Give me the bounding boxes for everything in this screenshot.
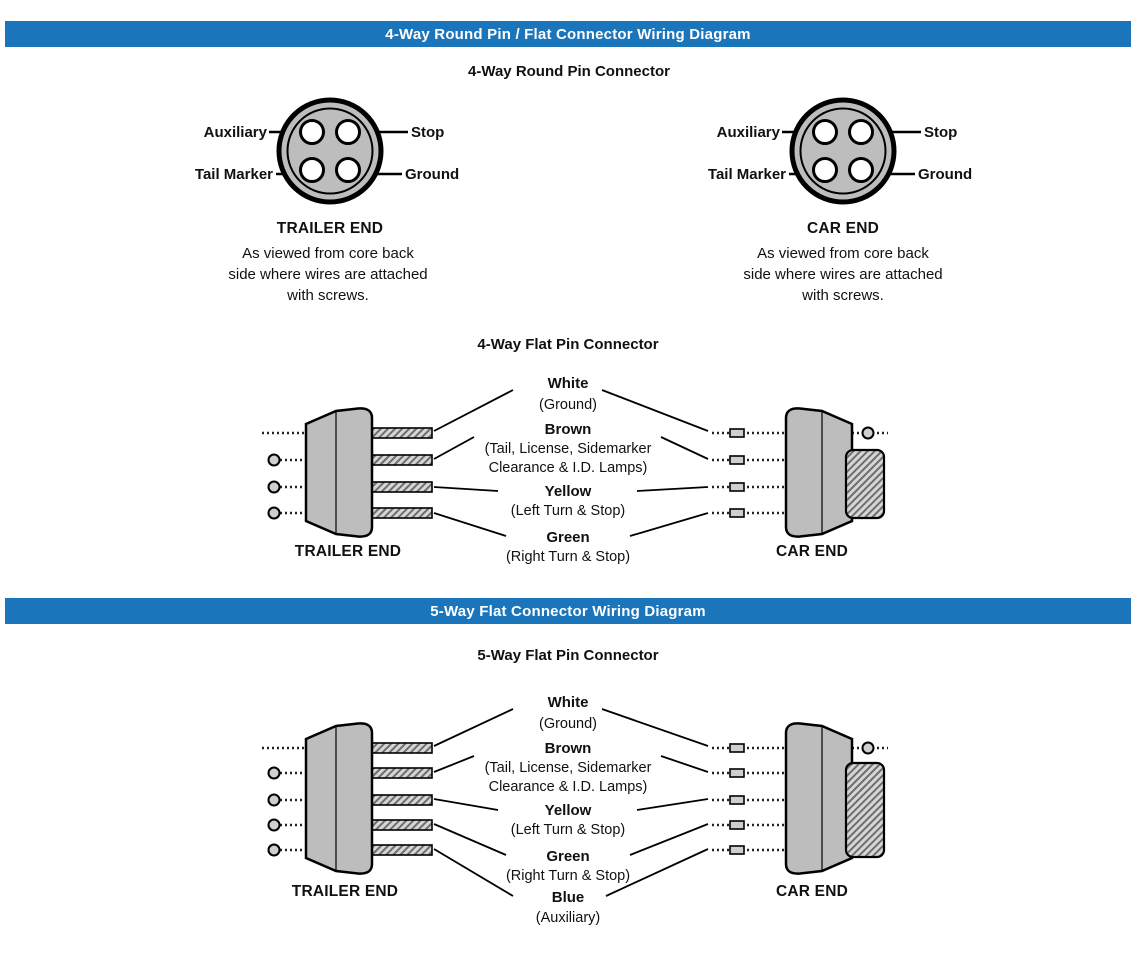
- flat-4way-car-connector-graphic: [712, 407, 888, 538]
- trailer-5way-pins: [369, 742, 433, 856]
- car-end-label-flat-4way: CAR END: [775, 543, 849, 560]
- note-line: As viewed from core back: [242, 245, 414, 262]
- note-line: side where wires are attached: [228, 266, 428, 283]
- wire-function-brown-5way: (Tail, License, Sidemarker Clearance & I…: [484, 760, 652, 795]
- wire-name-brown-4way: Brown: [544, 421, 592, 438]
- car-4way-body: [784, 407, 854, 538]
- trailer-end-label-round: TRAILER END: [276, 220, 384, 237]
- wire-function-yellow-5way: (Left Turn & Stop): [510, 822, 626, 838]
- car-5way-wires: [712, 746, 888, 852]
- trailer-end-label-flat-4way: TRAILER END: [294, 543, 402, 560]
- wire-name-white-5way: White: [547, 694, 589, 711]
- car-pin-label-tail-marker: Tail Marker: [707, 166, 786, 183]
- wire-function-white-5way: (Ground): [538, 716, 598, 732]
- flat-5way-car-connector-graphic: [712, 722, 888, 875]
- car-5way-body: [784, 722, 854, 875]
- section-header-5way: 5-Way Flat Connector Wiring Diagram: [5, 598, 1131, 624]
- trailer-round-note: As viewed from core back side where wire…: [228, 243, 427, 306]
- car-round-leader-lines: [782, 130, 921, 176]
- car-pin-label-auxiliary: Auxiliary: [716, 124, 780, 141]
- car-pin-label-stop: Stop: [924, 124, 958, 141]
- trailer-pin-label-tail-marker: Tail Marker: [194, 166, 273, 183]
- car-pin-label-ground: Ground: [918, 166, 973, 183]
- car-end-label-round: CAR END: [806, 220, 880, 237]
- note-line: As viewed from core back: [757, 245, 929, 262]
- wire-function-green-5way: (Right Turn & Stop): [505, 868, 631, 884]
- wire-name-green-5way: Green: [546, 848, 590, 865]
- flat-5way-trailer-connector-graphic: [262, 722, 433, 875]
- wire-function-green-4way: (Right Turn & Stop): [505, 549, 631, 565]
- car-4way-wire-sleeves: [729, 428, 745, 518]
- wire-name-blue-5way: Blue: [551, 889, 585, 906]
- car-round-connector-graphic: [782, 100, 921, 202]
- car-4way-wires: [712, 431, 888, 515]
- round-connector-title: 4-Way Round Pin Connector: [468, 63, 670, 80]
- wire-function-blue-5way: (Auxiliary): [535, 910, 601, 926]
- flat-5way-title: 5-Way Flat Pin Connector: [477, 647, 659, 664]
- note-line: side where wires are attached: [743, 266, 943, 283]
- trailer-pin-label-stop: Stop: [411, 124, 445, 141]
- section-header-5way-title: 5-Way Flat Connector Wiring Diagram: [430, 602, 706, 620]
- trailer-pin-label-auxiliary: Auxiliary: [203, 124, 267, 141]
- wire-name-white-4way: White: [547, 375, 589, 392]
- wire-function-brown-4way: (Tail, License, Sidemarker Clearance & I…: [484, 441, 652, 476]
- trailer-4way-wire-terminals: [267, 453, 281, 520]
- wire-name-yellow-4way: Yellow: [544, 483, 592, 500]
- car-round-note: As viewed from core back side where wire…: [743, 243, 942, 306]
- car-end-label-flat-5way: CAR END: [775, 883, 849, 900]
- trailer-round-leader-lines: [269, 130, 408, 176]
- flat-5way-leader-lines: [433, 708, 709, 897]
- flat-4way-leader-lines: [433, 389, 709, 537]
- section-header-4way-title: 4-Way Round Pin / Flat Connector Wiring …: [385, 25, 751, 43]
- wire-name-brown-5way: Brown: [544, 740, 592, 757]
- trailer-5way-wire-terminals: [267, 766, 281, 857]
- trailer-pin-label-ground: Ground: [405, 166, 460, 183]
- flat-4way-title: 4-Way Flat Pin Connector: [477, 336, 659, 353]
- trailer-4way-wires: [262, 431, 310, 515]
- note-line: with screws.: [802, 287, 884, 304]
- trailer-end-label-flat-5way: TRAILER END: [291, 883, 399, 900]
- trailer-4way-body: [304, 407, 374, 538]
- car-5way-wire-sleeves: [729, 743, 745, 855]
- wire-name-yellow-5way: Yellow: [544, 802, 592, 819]
- wire-function-white-4way: (Ground): [538, 397, 598, 413]
- trailer-4way-pins: [369, 427, 433, 519]
- trailer-round-connector-graphic: [269, 100, 408, 202]
- section-header-4way: 4-Way Round Pin / Flat Connector Wiring …: [5, 21, 1131, 47]
- car-5way-plug: [844, 761, 886, 859]
- car-4way-plug: [844, 448, 886, 520]
- flat-4way-trailer-connector-graphic: [262, 407, 433, 538]
- note-line: with screws.: [287, 287, 369, 304]
- trailer-5way-body: [304, 722, 374, 875]
- wire-function-yellow-4way: (Left Turn & Stop): [510, 503, 626, 519]
- wire-name-green-4way: Green: [546, 529, 590, 546]
